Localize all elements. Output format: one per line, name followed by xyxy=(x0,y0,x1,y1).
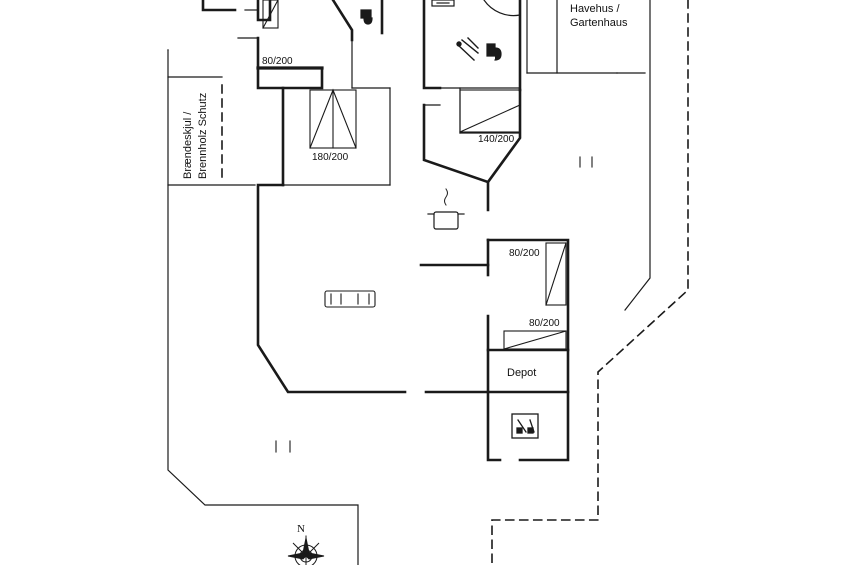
compass-north-label: N xyxy=(297,523,305,535)
cooking-pot-icon xyxy=(427,188,465,230)
partitions xyxy=(167,0,651,565)
label-braendeskjul: Brændeskjul / xyxy=(182,111,194,179)
toilet-icon xyxy=(360,9,502,61)
dashed-outlines xyxy=(221,0,689,565)
sofa-icon xyxy=(324,290,376,308)
label-bed-top: 80/200 xyxy=(262,56,293,67)
utility-icon xyxy=(511,413,539,439)
label-depot: Depot xyxy=(507,367,537,379)
label-brennholz: Brennholz Schutz xyxy=(197,92,209,179)
sink-icon xyxy=(431,0,455,7)
door-marks xyxy=(275,156,593,453)
walls xyxy=(201,0,570,462)
bed-icon xyxy=(262,0,567,350)
label-gartenhaus: Gartenhaus xyxy=(570,17,628,29)
label-havehus: Havehus / xyxy=(570,3,620,15)
label-bed-double: 180/200 xyxy=(312,152,349,163)
label-bed-140: 140/200 xyxy=(478,134,515,145)
shower-icon xyxy=(456,37,479,61)
label-bed-right-1: 80/200 xyxy=(509,248,540,259)
label-bed-right-2: 80/200 xyxy=(529,318,560,329)
compass-rose-icon xyxy=(287,535,325,565)
